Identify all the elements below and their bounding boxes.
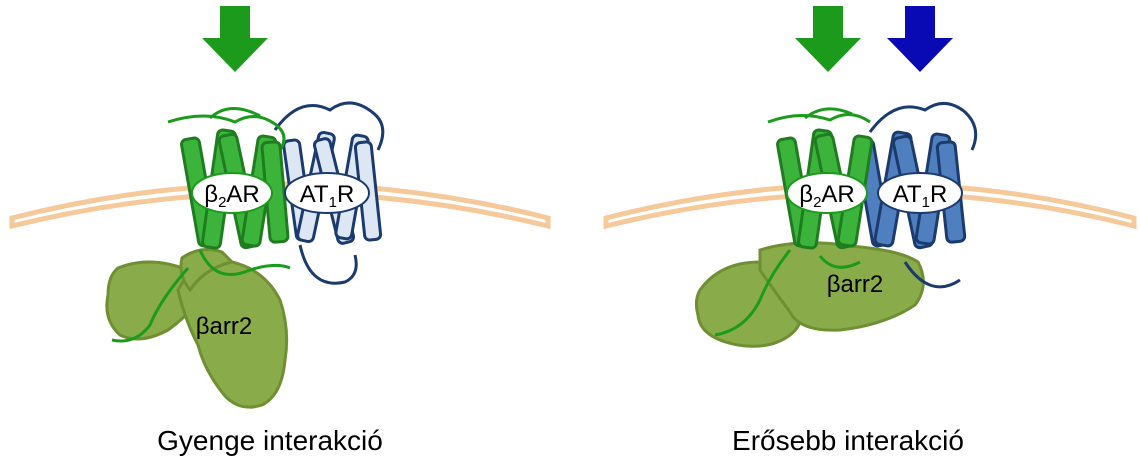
- at1r-label: AT1R: [893, 181, 948, 211]
- agonist-arrow-green: [202, 6, 268, 72]
- arrestin-label: βarr2: [196, 313, 252, 340]
- b2ar-label: β2AR: [204, 181, 260, 211]
- caption-weak: Gyenge interakció: [157, 425, 383, 456]
- b2ar-label: β2AR: [799, 181, 855, 211]
- agonist-arrow-blue: [887, 6, 953, 72]
- caption-strong: Erősebb interakció: [732, 425, 964, 456]
- agonist-arrow-green: [795, 6, 861, 72]
- panel-strong: β2AR AT1R βarr2 Erősebb interakció: [606, 6, 1134, 456]
- arrestin-label: βarr2: [827, 271, 883, 298]
- panel-weak: β2AR AT1R βarr2 Gyenge interakció: [12, 6, 548, 456]
- at1r-label: AT1R: [300, 181, 355, 211]
